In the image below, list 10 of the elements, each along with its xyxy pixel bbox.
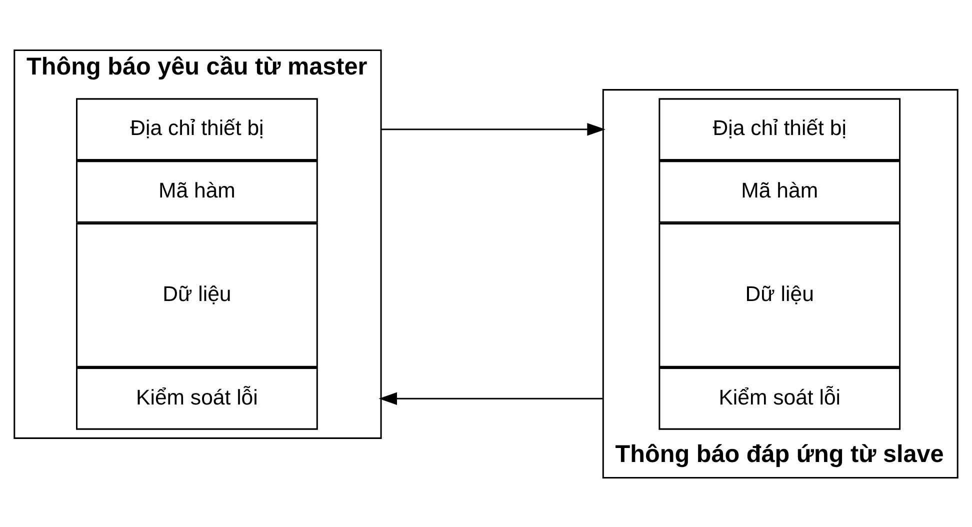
node-box: Địa chỉ thiết bị: [658, 98, 901, 160]
node-box: Dữ liệu: [76, 222, 318, 367]
node-box: Địa chỉ thiết bị: [76, 98, 318, 160]
node-box: Mã hàm: [658, 160, 901, 222]
arrow: [378, 392, 604, 405]
node-box: Mã hàm: [76, 160, 318, 222]
arrow: [381, 122, 606, 136]
node-box: Kiểm soát lỗi: [76, 366, 318, 430]
node-box: Kiểm soát lỗi: [658, 366, 901, 430]
node-box: Dữ liệu: [658, 222, 901, 367]
